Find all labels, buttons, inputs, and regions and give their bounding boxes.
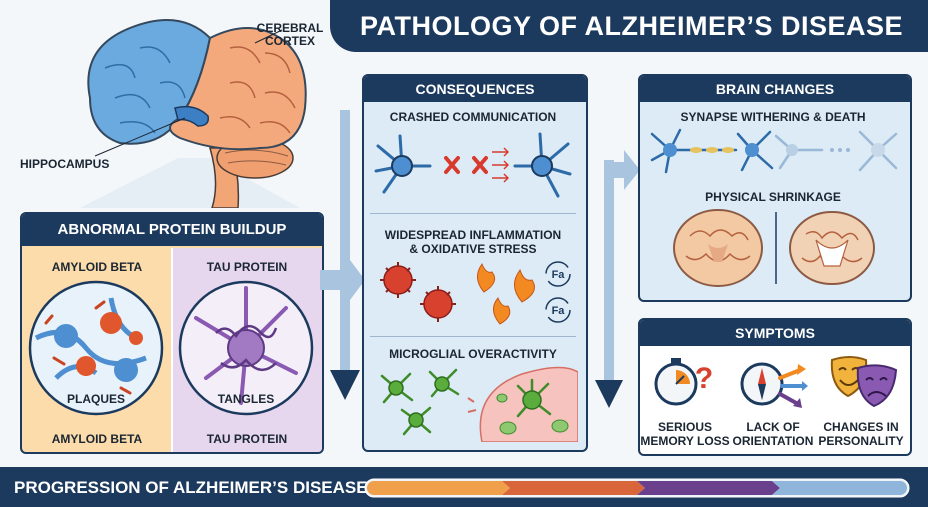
- flow-arrow-right: [595, 150, 640, 408]
- fa-label-2: Fa: [552, 305, 566, 317]
- protein-buildup-heading: ABNORMAL PROTEIN BUILDUP: [22, 214, 322, 246]
- panel-split: [171, 248, 173, 452]
- consequence-title-1: CRASHED COMMUNICATION: [389, 110, 557, 124]
- tau-tangles-illustration: [178, 280, 314, 416]
- inflammation-illustration: Fa Fa: [380, 261, 571, 325]
- symptom-3-line1: CHANGES IN: [823, 420, 899, 434]
- tangles-label: TANGLES: [217, 392, 275, 406]
- symptom-1-line2: MEMORY LOSS: [640, 434, 730, 448]
- symptom-3-line2: PERSONALITY: [818, 434, 904, 448]
- tau-caption: TAU PROTEIN: [206, 432, 288, 446]
- fa-label-1: Fa: [552, 269, 566, 281]
- microglia-illustration: [380, 366, 578, 442]
- symptom-memory-loss: SERIOUS MEMORY LOSS: [640, 420, 730, 448]
- hippocampus-label: HIPPOCAMPUS: [20, 157, 110, 171]
- cerebral-cortex-label: CEREBRAL CORTEX: [255, 22, 325, 48]
- symptom-orientation: LACK OF ORIENTATION: [728, 420, 818, 448]
- amyloid-caption: AMYLOID BETA: [51, 432, 143, 446]
- amyloid-title: AMYLOID BETA: [51, 260, 143, 274]
- progression-label: PROGRESSION OF ALZHEIMER’S DISEASE: [14, 478, 368, 497]
- compass-arrows-icon: [740, 362, 808, 408]
- symptom-2-line1: LACK OF: [746, 420, 800, 434]
- plaques-label: PLAQUES: [66, 392, 125, 406]
- consequence-title-3: MICROGLIAL OVERACTIVITY: [389, 347, 557, 361]
- synapse-title: SYNAPSE WITHERING & DEATH: [680, 110, 866, 124]
- theater-masks-icon: [830, 356, 898, 408]
- progression-segment-2: [502, 481, 645, 495]
- amyloid-plaques-illustration: [28, 280, 164, 416]
- progression-segment-4: [772, 481, 907, 495]
- consequence-divider-1: [370, 213, 576, 214]
- crashed-communication-illustration: [374, 132, 572, 198]
- page-title: PATHOLOGY OF ALZHEIMER’S DISEASE: [360, 11, 904, 41]
- brain-changes-heading: BRAIN CHANGES: [640, 76, 910, 102]
- cortex-label-line2: CORTEX: [264, 34, 315, 48]
- symptoms-heading: SYMPTOMS: [640, 320, 910, 346]
- symptom-personality: CHANGES IN PERSONALITY: [816, 420, 906, 448]
- synapse-illustration: [650, 128, 898, 174]
- shrinkage-title: PHYSICAL SHRINKAGE: [705, 190, 841, 204]
- progression-track: [364, 478, 910, 498]
- flow-arrow-left: [320, 110, 365, 400]
- shrinkage-illustration: [673, 209, 875, 287]
- progression-segment-3: [637, 481, 780, 495]
- symptom-2-line2: ORIENTATION: [732, 434, 814, 448]
- consequence-title-2: WIDESPREAD INFLAMMATION & OXIDATIVE STRE…: [364, 228, 582, 256]
- consequence-title-2-line1: WIDESPREAD INFLAMMATION: [384, 228, 562, 242]
- symptom-1-line1: SERIOUS: [657, 420, 712, 434]
- stopwatch-question-icon: ?: [654, 358, 713, 406]
- progression-segment-1: [367, 481, 510, 495]
- brain-illustration: [80, 19, 307, 208]
- cortex-label-line1: CEREBRAL: [256, 21, 324, 35]
- consequences-heading: CONSEQUENCES: [364, 76, 586, 102]
- svg-text:?: ?: [695, 362, 713, 395]
- title-banner: [330, 0, 928, 52]
- tau-title: TAU PROTEIN: [206, 260, 288, 274]
- consequence-title-2-line2: & OXIDATIVE STRESS: [409, 242, 537, 256]
- consequence-divider-2: [370, 336, 576, 337]
